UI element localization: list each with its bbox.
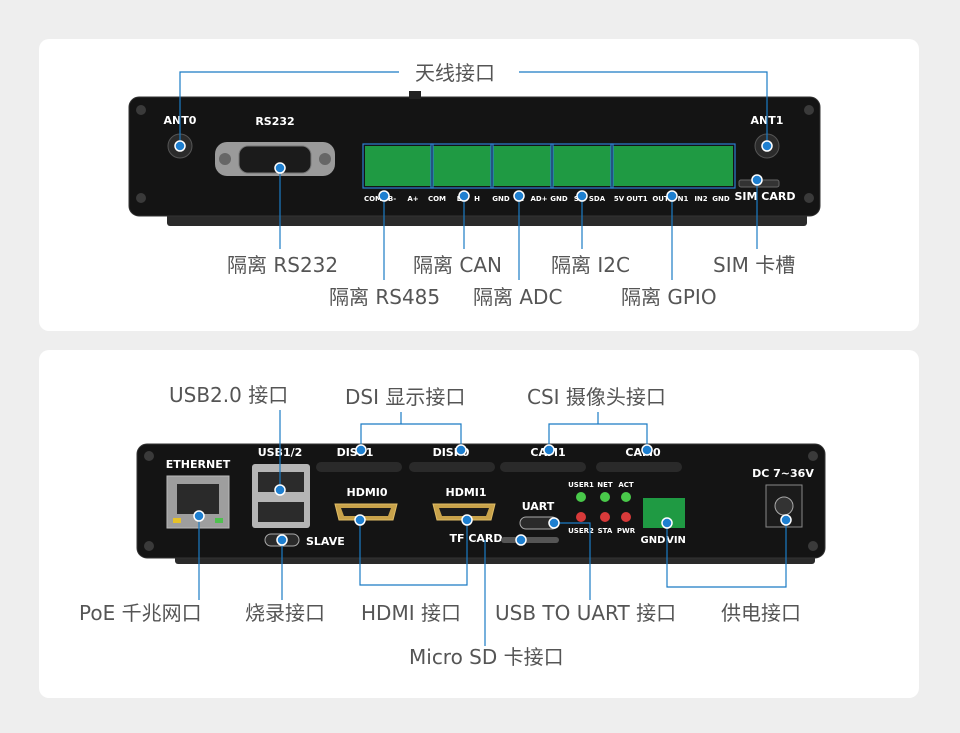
screw-icon [144, 541, 154, 551]
callout-lines [179, 71, 768, 280]
callout-adc: 隔离 ADC [473, 285, 563, 309]
terminal-pin-label: IN2 [694, 195, 707, 203]
terminal-block-rs485 [365, 146, 431, 186]
screw-icon [808, 451, 818, 461]
top-panel-card: ANT0 ANT1 RS232 COMB-A+COMLHGNDAAD+GNDSC… [39, 39, 919, 331]
terminal-pin-label: COM [428, 195, 446, 203]
sim-card-silk-label: SIM CARD [735, 190, 796, 203]
callout-dots [174, 140, 773, 202]
cam1-slot [500, 462, 586, 472]
callout-uart: USB TO UART 接口 [495, 601, 677, 625]
dc-silk-label: DC 7~36V [752, 467, 814, 480]
terminal-pin-label: AD+ [530, 195, 547, 203]
tf-card-silk-label: TF CARD [449, 532, 502, 545]
ethernet-led [173, 518, 181, 523]
disp1-silk-label: DISP1 [337, 446, 374, 459]
callout-poe: PoE 千兆网口 [79, 601, 202, 625]
bottom-device-illustration: ETHERNET USB1/2 SLAVE DISP1 DISP0 CAM1 C… [136, 410, 826, 646]
terminal-pin-label: SDA [589, 195, 606, 203]
uart-silk-label: UART [522, 500, 555, 513]
terminal-block-can [433, 146, 491, 186]
led-label: ACT [618, 481, 634, 489]
callout-burn: 烧录接口 [245, 601, 325, 625]
screw-icon [219, 153, 231, 165]
screw-icon [144, 451, 154, 461]
tf-card-slot [501, 537, 559, 543]
led-label: PWR [617, 527, 636, 535]
disp0-slot [409, 462, 495, 472]
callout-antenna: 天线接口 [415, 61, 495, 85]
disp1-slot [316, 462, 402, 472]
terminal-pin-label: H [474, 195, 480, 203]
callout-csi: CSI 摄像头接口 [527, 385, 666, 409]
bottom-panel-card: ETHERNET USB1/2 SLAVE DISP1 DISP0 CAM1 C… [39, 350, 919, 698]
terminal-pin-label: B- [388, 195, 396, 203]
screw-icon [804, 105, 814, 115]
rs232-silk-label: RS232 [255, 115, 294, 128]
screw-icon [808, 541, 818, 551]
terminal-pin-label: OUT1 [626, 195, 647, 203]
top-device-illustration: ANT0 ANT1 RS232 COMB-A+COMLHGNDAAD+GNDSC… [128, 71, 821, 280]
callout-usb: USB2.0 接口 [169, 383, 289, 407]
vin-silk-label: VIN [666, 535, 686, 546]
rj45-socket [177, 484, 219, 514]
cam0-slot [596, 462, 682, 472]
usb-port [258, 472, 304, 492]
callout-can: 隔离 CAN [413, 253, 502, 277]
callout-hdmi: HDMI 接口 [361, 601, 461, 625]
terminal-pin-label: A+ [407, 195, 418, 203]
hdmi1-silk-label: HDMI1 [445, 486, 486, 499]
led-label: STA [598, 527, 613, 535]
ethernet-silk-label: ETHERNET [166, 458, 231, 471]
callout-i2c: 隔离 I2C [551, 253, 630, 277]
terminal-block-i2c [553, 146, 611, 186]
led-label: NET [597, 481, 613, 489]
screw-icon [319, 153, 331, 165]
terminal-pin-label: GND [712, 195, 730, 203]
terminal-pin-label: N1 [678, 195, 689, 203]
terminal-blocks [362, 143, 736, 189]
slave-silk-label: SLAVE [306, 535, 345, 548]
led-label: USER1 [568, 481, 594, 489]
screw-icon [804, 193, 814, 203]
callout-dots [193, 444, 792, 546]
callout-lines [198, 410, 787, 646]
terminal-pin-label: 5V [614, 195, 625, 203]
callout-gpio: 隔离 GPIO [621, 285, 717, 309]
hdmi0-silk-label: HDMI0 [346, 486, 387, 499]
callout-rs485: 隔离 RS485 [329, 285, 441, 309]
callout-sim: SIM 卡槽 [713, 253, 796, 277]
terminal-pin-label: GND [550, 195, 568, 203]
screw-icon [136, 105, 146, 115]
screw-icon [136, 193, 146, 203]
top-knob [409, 91, 421, 99]
gnd-silk-label: GND [641, 535, 666, 546]
callout-dsi: DSI 显示接口 [345, 385, 466, 409]
status-leds [576, 492, 631, 522]
callout-power: 供电接口 [721, 601, 801, 625]
terminal-pin-label: COM [364, 195, 382, 203]
terminal-block-adc [493, 146, 551, 186]
ethernet-led [215, 518, 223, 523]
db9-connector [238, 145, 312, 174]
terminal-block-gpio [613, 146, 733, 186]
terminal-pin-labels: COMB-A+COMLHGNDAAD+GNDSCSDA5VOUT1OUT2N1I… [364, 195, 730, 203]
callout-rs232: 隔离 RS232 [227, 253, 339, 277]
callout-microsd: Micro SD 卡接口 [409, 645, 564, 669]
terminal-pin-label: GND [492, 195, 510, 203]
terminal-pin-label: OUT2 [652, 195, 673, 203]
led-label: USER2 [568, 527, 594, 535]
usb-port [258, 502, 304, 522]
